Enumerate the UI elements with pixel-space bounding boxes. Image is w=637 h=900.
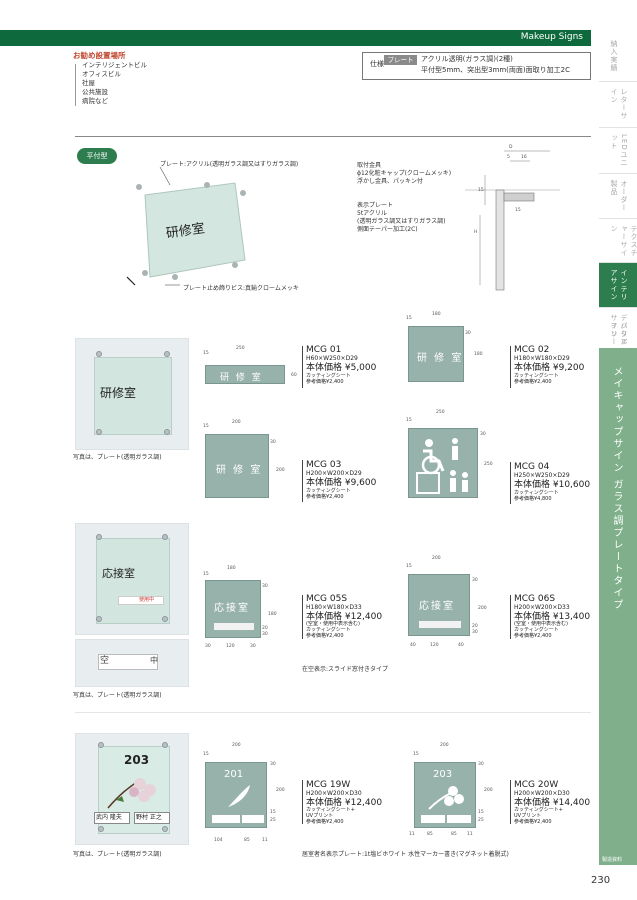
flower-illustration-icon	[428, 786, 464, 810]
slide-note: 在空表示:スライド窓付きタイプ	[302, 666, 389, 673]
display-note: 5tアクリル	[357, 210, 387, 217]
display-note: 表示プレート	[357, 202, 394, 209]
photo-caption: 写真は、プレート(透明ガラス調)	[73, 851, 162, 858]
product-price: 本体価格 ¥9,600	[306, 478, 377, 488]
product-code: MCG 19W	[306, 780, 351, 790]
plate-mcg01: 研 修 室	[205, 365, 285, 384]
recommend-item: 社屋	[82, 79, 95, 87]
plate-mcg04-pictogram	[408, 428, 478, 498]
page-number: 230	[591, 875, 611, 886]
side-section-diagram	[465, 150, 560, 291]
photo-kenshushitsu: 研修室	[75, 338, 189, 450]
resident-plate-note: 居室者名表示プレート:1t塩ビホワイト 水性マーカー書き(マグネット着脱式)	[302, 851, 509, 858]
product-code: MCG 03	[306, 460, 342, 470]
recommend-title: お勧め設置場所	[73, 51, 126, 60]
product-code: MCG 01	[306, 345, 342, 355]
side-footer: 製造資料	[599, 855, 637, 865]
plate-mcg19w: 201	[205, 762, 267, 828]
photo-sign-text: 研修室	[100, 386, 137, 400]
tab-order[interactable]: オーダー製品	[599, 174, 637, 219]
screw-note: プレート止め飾りビス:真鍮クロームメッキ	[183, 285, 299, 292]
tab-led-unit[interactable]: LEDユニット	[599, 128, 637, 174]
product-price: 本体価格 ¥14,400	[514, 798, 591, 808]
tab-barrier-free[interactable]: バリアフリー	[610, 322, 628, 346]
section-divider	[75, 136, 591, 137]
plate-mcg02: 研 修 室	[408, 326, 464, 382]
photo-sign-text: 応接室	[102, 567, 135, 580]
flat-plate-illustration	[126, 166, 246, 286]
plate-mcg20w: 203	[414, 762, 476, 828]
fitting-note: 取付金具	[357, 162, 382, 169]
resident-name-2: 野村 正之	[136, 814, 162, 821]
product-price: 本体価格 ¥10,600	[514, 480, 591, 490]
fitting-note: 浮かし金具、パッキン付	[357, 178, 423, 185]
leaf-illustration-icon	[228, 785, 250, 807]
product-price: 本体価格 ¥12,400	[306, 798, 383, 808]
recommend-item: インテリジェントビル	[82, 61, 147, 69]
spec-line-2: 平付型5mm、突出型3mm(両面)面取り加工2C	[421, 66, 570, 74]
product-price: 本体価格 ¥9,200	[514, 363, 585, 373]
display-note: 側面テーパー加工(2C)	[357, 226, 418, 233]
tab-interior[interactable]: インテリアサイン	[599, 263, 637, 308]
product-price: 本体価格 ¥12,400	[306, 612, 383, 622]
tab-letter-sign[interactable]: レターサイン	[599, 82, 637, 128]
side-category-banner: メイキャップサイン ガラス調プレートタイプ	[599, 348, 637, 855]
flat-type-badge: 平付型	[77, 148, 117, 164]
photo-caption: 写真は、プレート(透明ガラス調)	[73, 692, 162, 699]
plate-mcg03: 研 修 室	[205, 434, 269, 498]
spec-line-1: アクリル透明(ガラス調)(2種)	[421, 55, 513, 63]
plate-mcg05s: 応接室	[205, 580, 261, 638]
header-bar: Makeup Signs	[0, 30, 591, 46]
product-price: 本体価格 ¥13,400	[514, 612, 591, 622]
recommend-divider	[75, 64, 76, 106]
photo-caption: 写真は、プレート(透明ガラス調)	[73, 454, 162, 461]
resident-name-1: 武内 隆夫	[96, 814, 122, 821]
accessibility-pictogram-icon	[416, 438, 468, 494]
side-category-title: メイキャップサイン ガラス調プレートタイプ	[611, 366, 622, 612]
photo-room-number: 203	[124, 753, 150, 767]
fitting-note: ϕ12化粧キャップ(クロームメッキ)	[357, 170, 452, 177]
recommend-item: 病院など	[82, 97, 108, 105]
spec-badge: プレート	[384, 55, 417, 65]
header-title: Makeup Signs	[520, 32, 583, 42]
plate-note: プレート:アクリル(透明ガラス調又はすりガラス調)	[160, 161, 299, 168]
spec-box	[362, 52, 591, 80]
tab-delivery[interactable]: 納入実績	[599, 34, 637, 82]
display-note: (透明ガラス調又はすりガラス調)	[357, 218, 446, 225]
product-code: MCG 02	[514, 345, 550, 355]
flower-illustration-icon	[107, 778, 156, 809]
product-code: MCG 04	[514, 462, 550, 472]
recommend-item: オフィスビル	[82, 70, 121, 78]
recommend-item: 公共施設	[82, 88, 108, 96]
photo-osetsushitsu: 応接室 使用中	[75, 523, 189, 635]
photo-room-203: 203 武内 隆夫 野村 正之	[75, 733, 189, 845]
product-code: MCG 05S	[306, 594, 348, 604]
spec-label: 仕様	[370, 60, 384, 68]
side-tabs: 納入実績 レターサイン LEDユニット オーダー製品 テクスチャーサイン インテ…	[599, 34, 637, 854]
photo-slide-closeup: 空 中	[75, 639, 189, 687]
plate-mcg06s: 応接室	[408, 574, 470, 636]
product-code: MCG 20W	[514, 780, 559, 790]
tab-texture[interactable]: テクスチャーサイン	[599, 219, 637, 263]
product-code: MCG 06S	[514, 594, 556, 604]
product-price: 本体価格 ¥5,000	[306, 363, 377, 373]
